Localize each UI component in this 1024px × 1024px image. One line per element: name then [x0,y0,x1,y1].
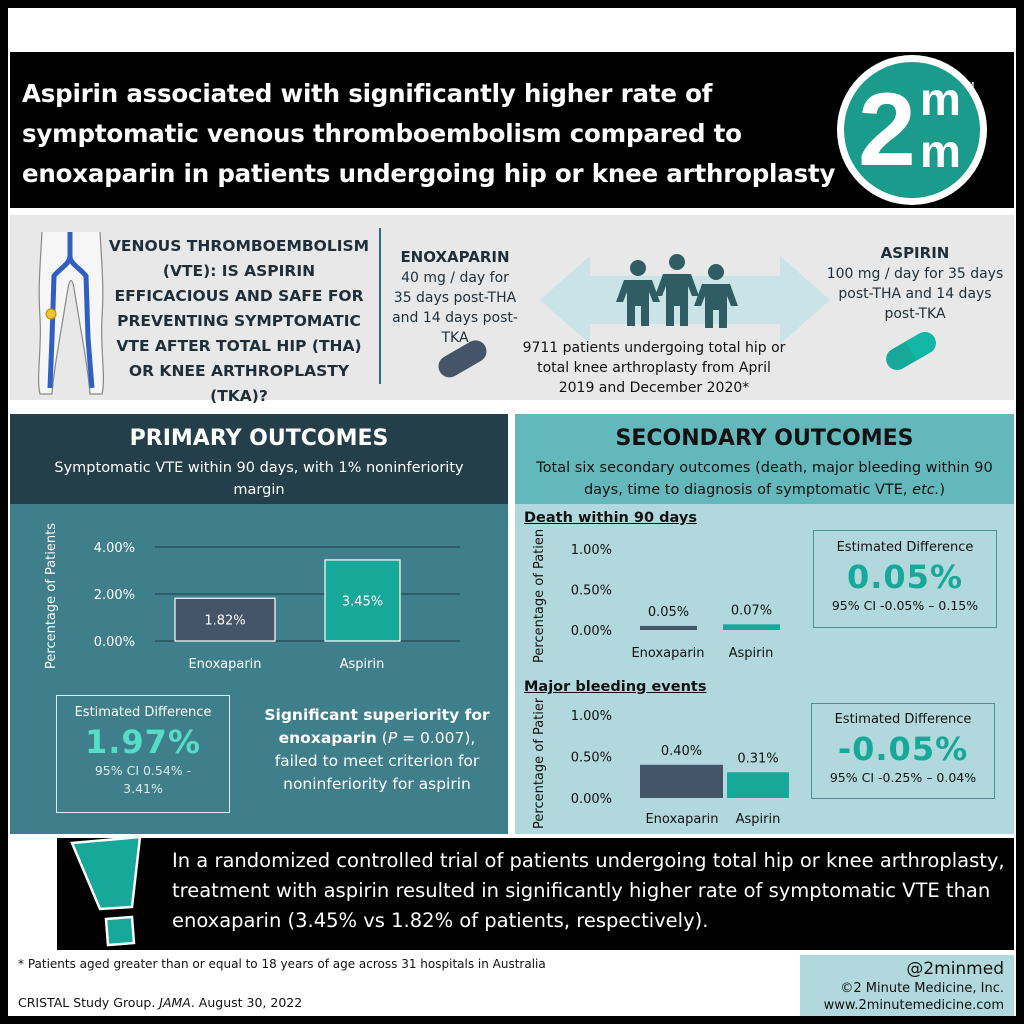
primary-subheading: Symptomatic VTE within 90 days, with 1% … [54,460,464,498]
death-estimate-box: Estimated Difference 0.05% 95% CI -0.05%… [813,530,997,628]
bleeding-estimate-box: Estimated Difference -0.05% 95% CI -0.25… [811,703,995,799]
secondary-sub-post: ) [939,482,946,498]
patients-icon [616,254,738,328]
y-tick-label: 0.00% [571,624,612,639]
logo-two: 2 [858,72,916,188]
brand-handle[interactable]: @2minmed [906,959,1004,979]
sig-p-pre: ( [376,729,388,747]
aspirin-label: ASPIRIN [880,244,950,262]
death-title: Death within 90 days [524,510,697,526]
data-label: 0.05% [648,605,689,620]
sig-bold-1: Significant superiority for [264,706,490,724]
brand-box: @2minmed ©2 Minute Medicine, Inc. www.2m… [800,955,1014,1016]
sig-bold-2: enoxaparin [278,729,377,747]
x-tick-label: Enoxaparin [188,657,261,672]
primary-estimate-box: Estimated Difference 1.97% 95% CI 0.54% … [56,695,230,813]
x-tick-label: Aspirin [729,646,774,661]
logo-m-bottom: m [920,125,961,177]
citation-post: . August 30, 2022 [190,995,303,1010]
primary-body [10,504,508,834]
y-tick-label: 2.00% [94,588,135,603]
bar-aspirin [324,559,401,642]
x-tick-label: Aspirin [736,812,781,827]
footnote: * Patients aged greater than or equal to… [18,957,546,971]
citation-journal: JAMA [159,995,191,1010]
exclamation-icon [70,835,142,947]
primary-header: PRIMARY OUTCOMES Symptomatic VTE within … [10,414,508,504]
x-tick-label: Enoxaparin [631,646,704,661]
y-axis-label: Percentage of Patients [532,530,547,663]
primary-chart: 0.00% 2.00% 4.00% Percentage of Patients 1.8… [44,523,460,672]
aspirin-arm: ASPIRIN 100 mg / day for 35 days post-TH… [825,242,1005,324]
secondary-subheading: Total six secondary outcomes (death, maj… [515,457,1014,501]
bleeding-est-value: -0.05% [837,730,969,768]
logo-trademark: TM [964,82,975,89]
bleeding-chart: 0.00% 0.50% 1.00% Percentage of Patients 0.4… [532,698,789,829]
legs-vein-icon [38,231,104,395]
bar-enoxaparin [640,625,697,630]
study-design-panel [10,215,1014,400]
x-tick-label: Aspirin [340,657,385,672]
sig-p-var: P [387,729,398,747]
brand-url[interactable]: www.2minutemedicine.com [823,998,1004,1013]
y-tick-label: 0.00% [94,635,135,650]
population-text: 9711 patients undergoing total hip or to… [522,340,786,396]
logo-m-top: m [920,73,961,125]
bar-aspirin [723,624,780,630]
death-ci: 95% CI -0.05% – 0.15% [831,598,979,613]
bleeding-ci: 95% CI -0.25% – 0.04% [829,770,977,785]
death-chart: 0.00% 0.50% 1.00% Percentage of Patients 0.0… [532,530,780,663]
secondary-header: SECONDARY OUTCOMES Total six secondary o… [515,414,1014,504]
enoxaparin-pill-icon [438,340,487,378]
enoxaparin-arm: ENOXAPARIN 40 mg / day for 35 days post-… [390,246,520,348]
primary-est-value: 1.97% [84,723,201,761]
brand-copyright: ©2 Minute Medicine, Inc. [840,981,1004,996]
bleeding-est-label: Estimated Difference [834,712,972,727]
data-label: 3.45% [342,594,383,609]
y-tick-label: 4.00% [94,541,135,556]
y-tick-label: 0.50% [571,584,612,599]
y-tick-label: 1.00% [571,709,612,724]
brand-logo: 2 m m TM [844,62,980,198]
enoxaparin-label: ENOXAPARIN [400,248,510,266]
citation: CRISTAL Study Group. JAMA. August 30, 20… [18,995,302,1010]
bar-aspirin [727,772,789,798]
death-est-label: Estimated Difference [836,540,974,555]
secondary-heading: SECONDARY OUTCOMES [615,426,914,451]
data-label: 0.07% [731,603,772,618]
bleeding-title: Major bleeding events [524,679,707,695]
divider [379,228,381,384]
sig-p-post: = 0.007), failed to meet criterion for n… [274,729,480,793]
primary-est-label: Estimated Difference [74,705,212,720]
enoxaparin-dose: 40 mg / day for 35 days post-THA and 14 … [392,270,518,346]
secondary-sub-etc: etc. [912,482,940,498]
y-tick-label: 1.00% [571,543,612,558]
bar-enoxaparin [640,764,723,798]
x-tick-label: Enoxaparin [645,812,718,827]
data-label: 0.31% [737,751,778,766]
y-tick-label: 0.00% [571,792,612,807]
study-question: VENOUS THROMBOEMBOLISM (VTE): IS ASPIRIN… [108,237,370,405]
y-tick-label: 0.50% [571,751,612,766]
bar-enoxaparin [174,597,276,642]
data-label: 1.82% [204,614,245,629]
aspirin-dose: 100 mg / day for 35 days post-THA and 14… [826,266,1004,322]
primary-heading: PRIMARY OUTCOMES [129,426,389,451]
y-axis-label: Percentage of Patients [532,698,547,829]
page-title: Aspirin associated with significantly hi… [22,79,836,188]
secondary-sub-pre: Total six secondary outcomes (death, maj… [536,460,993,498]
y-axis-label: Percentage of Patients [44,523,59,669]
primary-ci: 95% CI 0.54% - 3.41% [94,763,192,796]
data-label: 0.40% [661,744,702,759]
primary-significance: Significant superiority for enoxaparin (… [255,704,499,796]
citation-pre: CRISTAL Study Group. [18,995,160,1010]
conclusion-text: In a randomized controlled trial of pati… [172,849,1005,932]
conclusion-band [57,838,1014,950]
death-est-value: 0.05% [846,558,963,596]
aspirin-pill-icon [886,332,936,370]
